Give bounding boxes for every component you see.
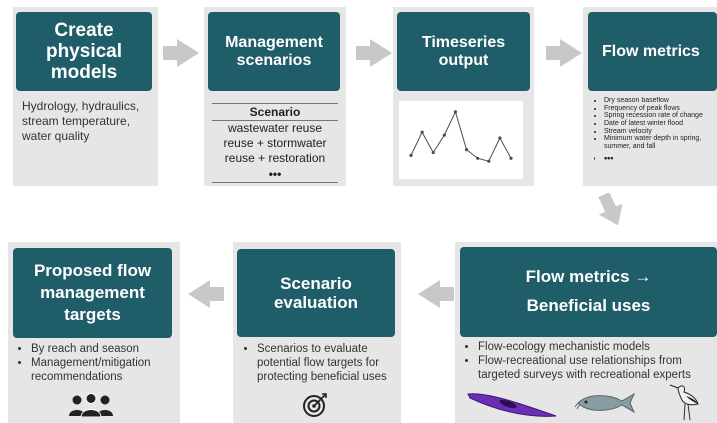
timeseries-point <box>431 150 435 155</box>
beneficial-header: Flow metrics → Beneficial uses <box>460 247 717 337</box>
flow-metric-item: Minimum water depth in spring, summer, a… <box>604 135 717 150</box>
flow-metric-item: Spring recession rate of change <box>604 112 717 120</box>
flow-metric-item: Date of latest winter flood <box>604 120 717 128</box>
arrow-left-2 <box>188 280 224 308</box>
evaluation-header: Scenario evaluation <box>237 249 395 337</box>
timeseries-point <box>420 130 424 134</box>
beneficial-title-line2: Beneficial uses <box>526 296 651 315</box>
timeseries-chart-svg <box>409 110 513 163</box>
target-icon <box>303 393 327 417</box>
create-models-description: Hydrology, hydraulics, stream temperatur… <box>22 99 140 143</box>
timeseries-point <box>487 159 491 163</box>
beneficial-list: Flow-ecology mechanistic models Flow-rec… <box>466 341 714 382</box>
management-title: Management scenarios <box>225 33 323 69</box>
proposed-list: By reach and season Management/mitigatio… <box>19 342 177 384</box>
timeseries-header: Timeseries output <box>397 12 530 91</box>
arrow-right-2 <box>356 39 392 67</box>
timeseries-point <box>509 156 513 160</box>
timeseries-point <box>498 136 502 140</box>
arrow-down-svg <box>598 192 623 226</box>
arrow-right-1 <box>163 39 199 67</box>
proposed-header: Proposed flow management targets <box>13 248 172 338</box>
scenario-row: wastewater reuse <box>227 121 323 135</box>
timeseries-point <box>464 148 469 152</box>
arrow-right-3 <box>546 39 582 67</box>
proposed-item: Management/mitigation recommendations <box>31 356 177 384</box>
create-models-title: Create physical models <box>45 19 123 84</box>
timeseries-line <box>410 110 512 162</box>
flow-metrics-title: Flow metrics <box>602 42 700 60</box>
kayak-icon <box>467 393 557 417</box>
evaluation-list: Scenarios to evaluate potential flow tar… <box>245 342 397 384</box>
beneficial-item: Flow-ecology mechanistic models <box>478 341 714 355</box>
scenario-table-header: Scenario <box>212 103 338 121</box>
management-header: Management scenarios <box>208 12 340 91</box>
scenario-ellipsis: ••• <box>212 166 338 183</box>
beneficial-title-line1: Flow metrics → <box>525 267 652 287</box>
arrow-left-1 <box>418 280 454 308</box>
timeseries-point <box>442 133 446 137</box>
beneficial-item: Flow-recreational use relationships from… <box>478 355 714 383</box>
proposed-item: By reach and season <box>31 342 177 356</box>
timeseries-point <box>409 153 413 157</box>
people-group-icon <box>69 393 113 417</box>
scenario-row: reuse + restoration <box>224 151 326 165</box>
create-models-header: Create physical models <box>16 12 152 91</box>
flow-metric-item: Stream velocity <box>604 128 717 136</box>
flow-metric-item: Dry season baseflow <box>604 97 717 105</box>
flow-metrics-list: Dry season baseflow Frequency of peak fl… <box>594 97 717 164</box>
evaluation-item: Scenarios to evaluate potential flow tar… <box>257 342 397 384</box>
scenario-table: Scenario wastewater reuse reuse + stormw… <box>212 103 338 183</box>
evaluation-title: Scenario evaluation <box>273 273 359 312</box>
flow-metric-item: Frequency of peak flows <box>604 105 717 113</box>
fish-icon <box>574 392 636 414</box>
timeseries-point <box>476 156 480 160</box>
scenario-row: reuse + stormwater <box>223 136 327 150</box>
timeseries-point <box>453 110 458 114</box>
timeseries-chart <box>399 101 523 179</box>
wading-bird-icon <box>669 384 699 421</box>
arrow-down <box>598 192 624 227</box>
timeseries-title: Timeseries output <box>421 33 506 69</box>
proposed-title: Proposed flow management targets <box>33 260 152 325</box>
flow-metric-ellipsis: ••• <box>604 153 717 164</box>
flow-metrics-header: Flow metrics <box>588 12 717 91</box>
